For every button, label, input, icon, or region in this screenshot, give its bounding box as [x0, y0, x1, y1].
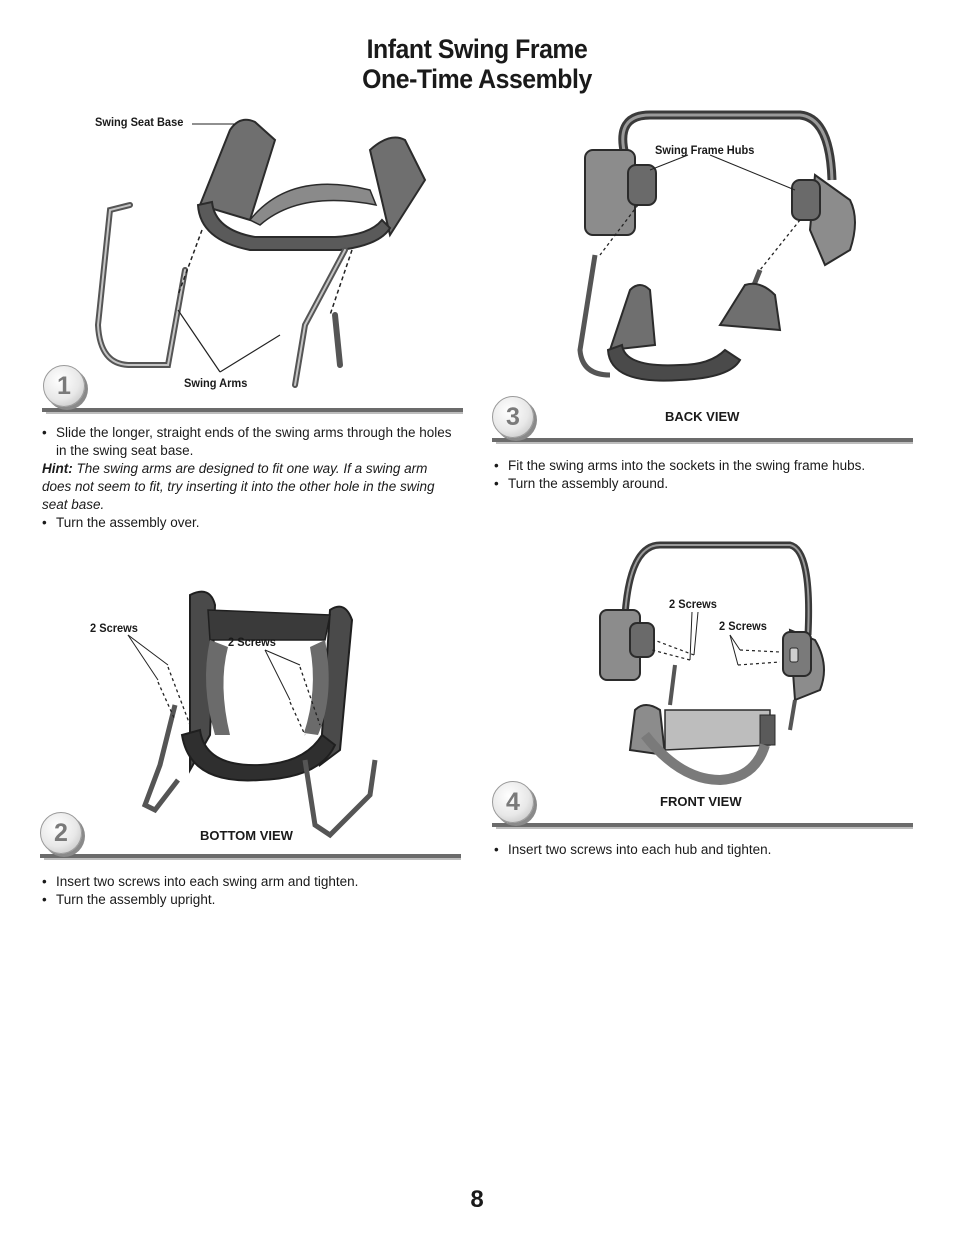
step1-header-bar: [42, 372, 463, 414]
page-title: Infant Swing Frame One-Time Assembly: [38, 34, 916, 94]
page-number: 8: [470, 1186, 484, 1213]
step3-illustration: [577, 110, 856, 382]
step4-label-screws-left: 2 Screws: [669, 597, 717, 611]
step1-rule: [42, 408, 463, 412]
step2-label-screws-right: 2 Screws: [228, 635, 276, 649]
step1-bullet-2: Turn the assembly over.: [42, 514, 452, 532]
step2-header-bar: [40, 818, 461, 860]
step1-bullet-1: Slide the longer, straight ends of the s…: [42, 424, 452, 460]
step2-rule-shadow: [44, 858, 461, 860]
step4-header-bar: [492, 787, 913, 829]
step4-rule: [492, 823, 913, 827]
step4-label-screws-right: 2 Screws: [719, 619, 767, 633]
step1-rule-shadow: [46, 412, 463, 414]
step2-instructions: Insert two screws into each swing arm an…: [42, 873, 452, 909]
step3-instructions: Fit the swing arms into the sockets in t…: [494, 457, 904, 493]
step2-number-badge: 2: [40, 812, 82, 854]
step1-hint: Hint: The swing arms are designed to fit…: [42, 460, 452, 514]
step1-illustration: [94, 118, 427, 388]
step2-bullet-1: Insert two screws into each swing arm an…: [42, 873, 452, 891]
step2-view-label: BOTTOM VIEW: [200, 828, 293, 843]
label-swing-arms: Swing Arms: [184, 376, 248, 390]
step3-view-label: BACK VIEW: [665, 409, 740, 424]
step4-view-label: FRONT VIEW: [660, 794, 742, 809]
step1-number-badge: 1: [43, 365, 85, 407]
title-line-2: One-Time Assembly: [362, 64, 592, 94]
step4-illustration: [599, 541, 825, 786]
hint-text: The swing arms are designed to fit one w…: [42, 461, 435, 512]
step2-rule: [40, 854, 461, 858]
step4-instructions: Insert two screws into each hub and tigh…: [494, 841, 904, 859]
label-swing-seat-base: Swing Seat Base: [95, 115, 184, 129]
step2-illustration: [127, 590, 378, 839]
step3-rule: [492, 438, 913, 442]
title-line-1: Infant Swing Frame: [366, 34, 588, 64]
step4-number-badge: 4: [492, 781, 534, 823]
step1-instructions: Slide the longer, straight ends of the s…: [42, 424, 452, 532]
step4-bullet-1: Insert two screws into each hub and tigh…: [494, 841, 904, 859]
step4-rule-shadow: [496, 827, 913, 829]
hint-label: Hint:: [42, 461, 73, 476]
step2-label-screws-left: 2 Screws: [90, 621, 138, 635]
step3-number-badge: 3: [492, 396, 534, 438]
step3-bullet-2: Turn the assembly around.: [494, 475, 904, 493]
step2-bullet-2: Turn the assembly upright.: [42, 891, 452, 909]
step3-bullet-1: Fit the swing arms into the sockets in t…: [494, 457, 904, 475]
step3-header-bar: [492, 402, 913, 444]
step3-rule-shadow: [496, 442, 913, 444]
label-swing-frame-hubs: Swing Frame Hubs: [655, 143, 755, 157]
